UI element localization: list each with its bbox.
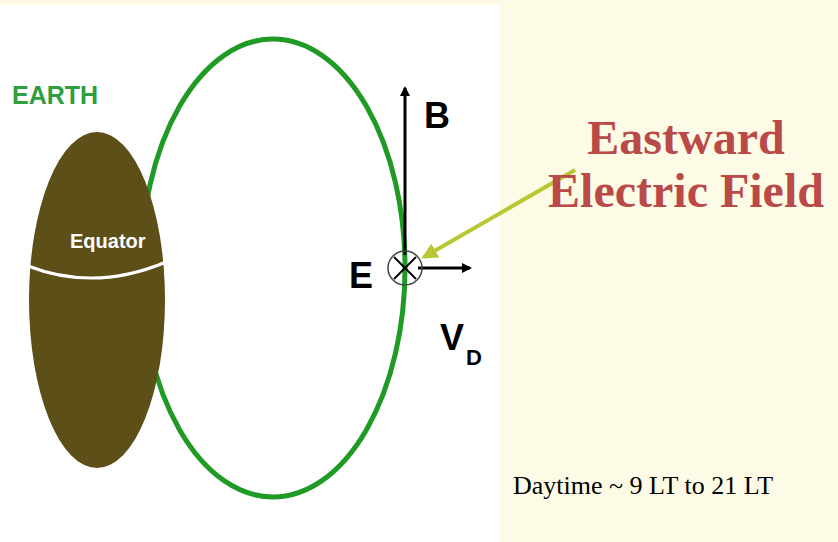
subscript: D: [466, 346, 482, 370]
equator-line: [28, 262, 166, 278]
earth-label: EARTH: [12, 82, 98, 110]
equator-label: Equator: [70, 230, 146, 252]
earth: [29, 132, 165, 468]
background-panel: [500, 0, 838, 542]
velocity-symbol: V: [440, 318, 464, 358]
field-symbol: B: [424, 96, 450, 136]
drift-velocity-arrow: [418, 267, 470, 270]
note: Daytime ~ 9 LT to 21 LT: [513, 472, 773, 501]
cross-mark: [394, 257, 416, 279]
cross-mark: [394, 257, 416, 279]
into-page-symbol: [388, 251, 422, 285]
b-field-arrow: [404, 88, 407, 255]
callout-title: Eastward Electric Field: [538, 112, 834, 218]
top-strip: [0, 0, 838, 5]
field-line: [141, 39, 405, 497]
field-symbol: E: [349, 256, 373, 296]
